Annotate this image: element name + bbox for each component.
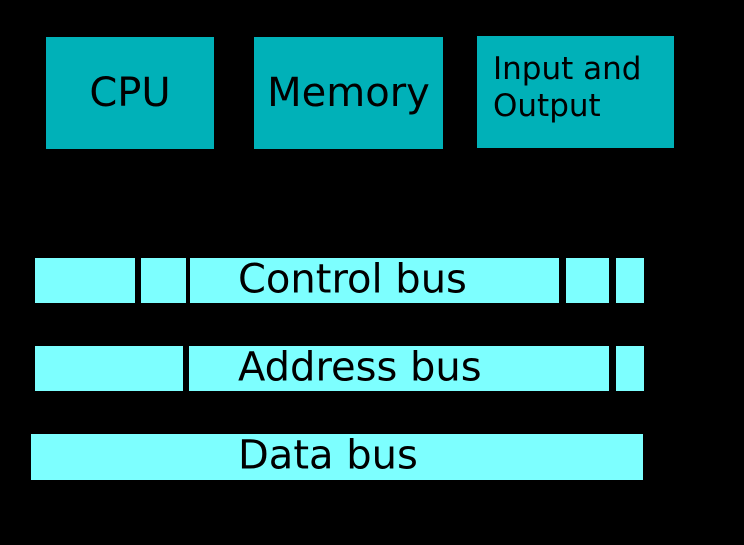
control-bus-separator-1 bbox=[135, 258, 141, 303]
input-output-box: Input and Output bbox=[477, 36, 674, 148]
control-bus-bar: Control bus bbox=[35, 258, 644, 303]
data-bus-bar: Data bus bbox=[31, 434, 643, 480]
memory-box: Memory bbox=[254, 37, 443, 149]
memory-box-label: Memory bbox=[267, 70, 430, 116]
cpu-box: CPU bbox=[46, 37, 214, 149]
control-bus-separator-4 bbox=[609, 258, 616, 303]
input-output-box-label-line2: Output bbox=[493, 88, 601, 124]
address-bus-label: Address bus bbox=[238, 343, 482, 390]
address-bus-bar: Address bus bbox=[35, 346, 644, 391]
data-bus-label: Data bus bbox=[238, 432, 418, 479]
address-bus-separator-1 bbox=[183, 346, 189, 391]
control-bus-separator-2 bbox=[186, 258, 190, 303]
address-bus-separator-2 bbox=[609, 346, 616, 391]
control-bus-label: Control bus bbox=[238, 255, 467, 302]
cpu-box-label: CPU bbox=[89, 70, 171, 116]
input-output-box-label-line1: Input and bbox=[493, 51, 642, 87]
control-bus-separator-3 bbox=[559, 258, 566, 303]
